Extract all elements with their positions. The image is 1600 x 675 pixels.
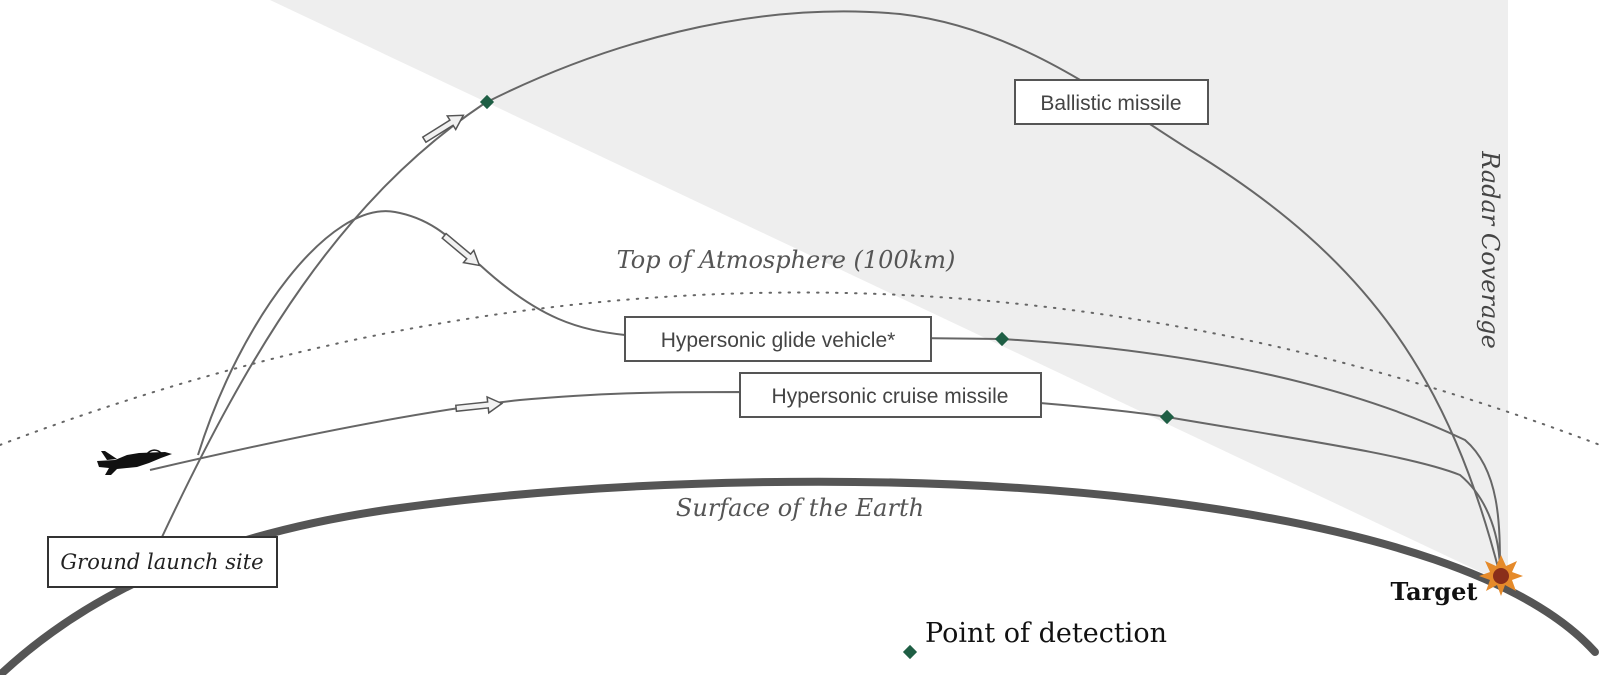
svg-text:Ground launch site: Ground launch site (60, 550, 263, 574)
target-label: Target (1391, 577, 1478, 606)
detection-marker-glide (994, 331, 1010, 347)
diamond-marker-icon (902, 644, 918, 660)
fighter-jet-icon (97, 449, 172, 475)
legend-point-of-detection-label: Point of detection (925, 618, 1167, 649)
radar-coverage-region (270, 0, 1508, 585)
legend: Point of detection (902, 618, 1167, 660)
hypersonic-cruise-missile-label: Hypersonic cruise missile (739, 372, 1042, 418)
hypersonic-glide-trajectory (197, 210, 1501, 573)
top-of-atmosphere-arc (0, 291, 1600, 446)
ballistic-missile-label: Ballistic missile (1014, 79, 1209, 125)
surface-of-earth-label: Surface of the Earth (676, 494, 924, 522)
svg-text:Hypersonic glide vehicle*: Hypersonic glide vehicle* (661, 329, 896, 352)
radar-coverage-label: Radar Coverage (1476, 150, 1504, 349)
hypersonic-cruise-trajectory (149, 390, 1501, 573)
top-of-atmosphere-label: Top of Atmosphere (100km) (617, 246, 956, 274)
ballistic-missile-trajectory (161, 10, 1501, 576)
svg-text:Hypersonic cruise missile: Hypersonic cruise missile (772, 385, 1009, 408)
svg-text:Ballistic missile: Ballistic missile (1040, 92, 1181, 115)
explosion-icon (1479, 555, 1523, 596)
hypersonic-glide-vehicle-label: Hypersonic glide vehicle* (624, 316, 932, 362)
arrow-icon (441, 232, 481, 267)
ground-launch-site-label: Ground launch site (47, 536, 278, 588)
detection-marker-cruise (1159, 409, 1175, 425)
arrow-icon (454, 395, 504, 415)
arrow-icon (421, 114, 465, 144)
detection-marker-ballistic (479, 94, 495, 110)
